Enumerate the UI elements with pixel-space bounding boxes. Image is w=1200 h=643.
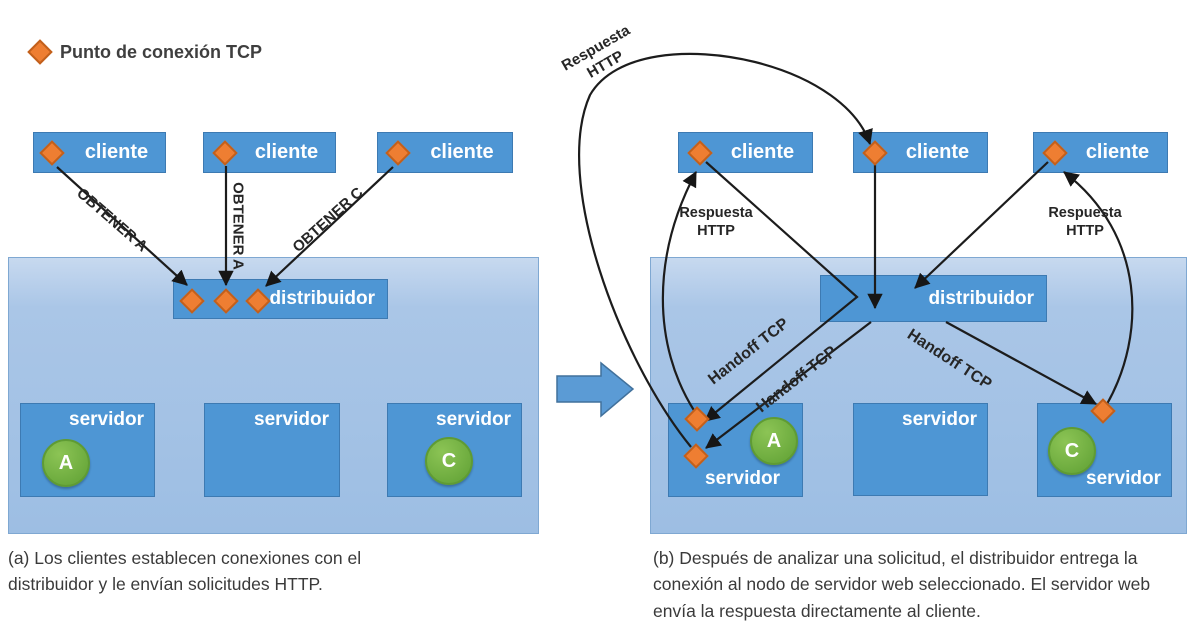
panel-b-server-2: servidor [853,403,988,496]
server-label: servidor [254,409,329,430]
content-a-badge: A [750,417,798,465]
client-label: cliente [430,141,494,163]
content-c-badge: C [425,437,473,485]
badge-letter: A [58,451,74,474]
tcp-endpoint-icon [27,39,53,65]
badge-letter: C [441,449,457,472]
client-label: cliente [1085,141,1150,163]
server-label: servidor [902,409,977,430]
distributor-label: distribuidor [928,287,1034,309]
panel-b-caption: (b) Después de analizar una solicitud, e… [653,548,1151,621]
distributor-label: distribuidor [269,288,375,309]
panel-a-server-1: servidor [20,403,155,497]
server-label: servidor [705,468,780,489]
client-label: cliente [730,141,795,163]
panel-b-distributor: distribuidor [820,275,1047,322]
content-c-badge: C [1048,427,1096,475]
client-label: cliente [905,141,970,163]
response-label-left: Respuesta HTTP [679,204,753,239]
badge-letter: C [1064,439,1080,462]
client-label: cliente [254,141,319,163]
response-label-top: Respuesta HTTP [558,21,633,82]
panel-a-distributor: distribuidor [173,279,388,319]
content-a-badge: A [42,439,90,487]
client-label: cliente [84,141,149,163]
badge-letter: A [766,429,782,452]
server-label: servidor [69,409,144,430]
request-label-get-a-1: OBTENER A [73,184,151,256]
request-label-get-a-2: OBTENER A [229,182,247,270]
panel-a-caption: (a) Los clientes establecen conexiones c… [8,548,362,595]
server-label: servidor [1086,468,1161,489]
response-label-right: Respuesta HTTP [1048,204,1122,239]
request-label-get-c: OBTENER C [289,184,367,256]
panel-transition-arrow-icon [556,361,635,418]
panel-a-server-2: servidor [204,403,340,497]
server-label: servidor [436,409,511,430]
legend-label: Punto de conexión TCP [60,42,263,62]
